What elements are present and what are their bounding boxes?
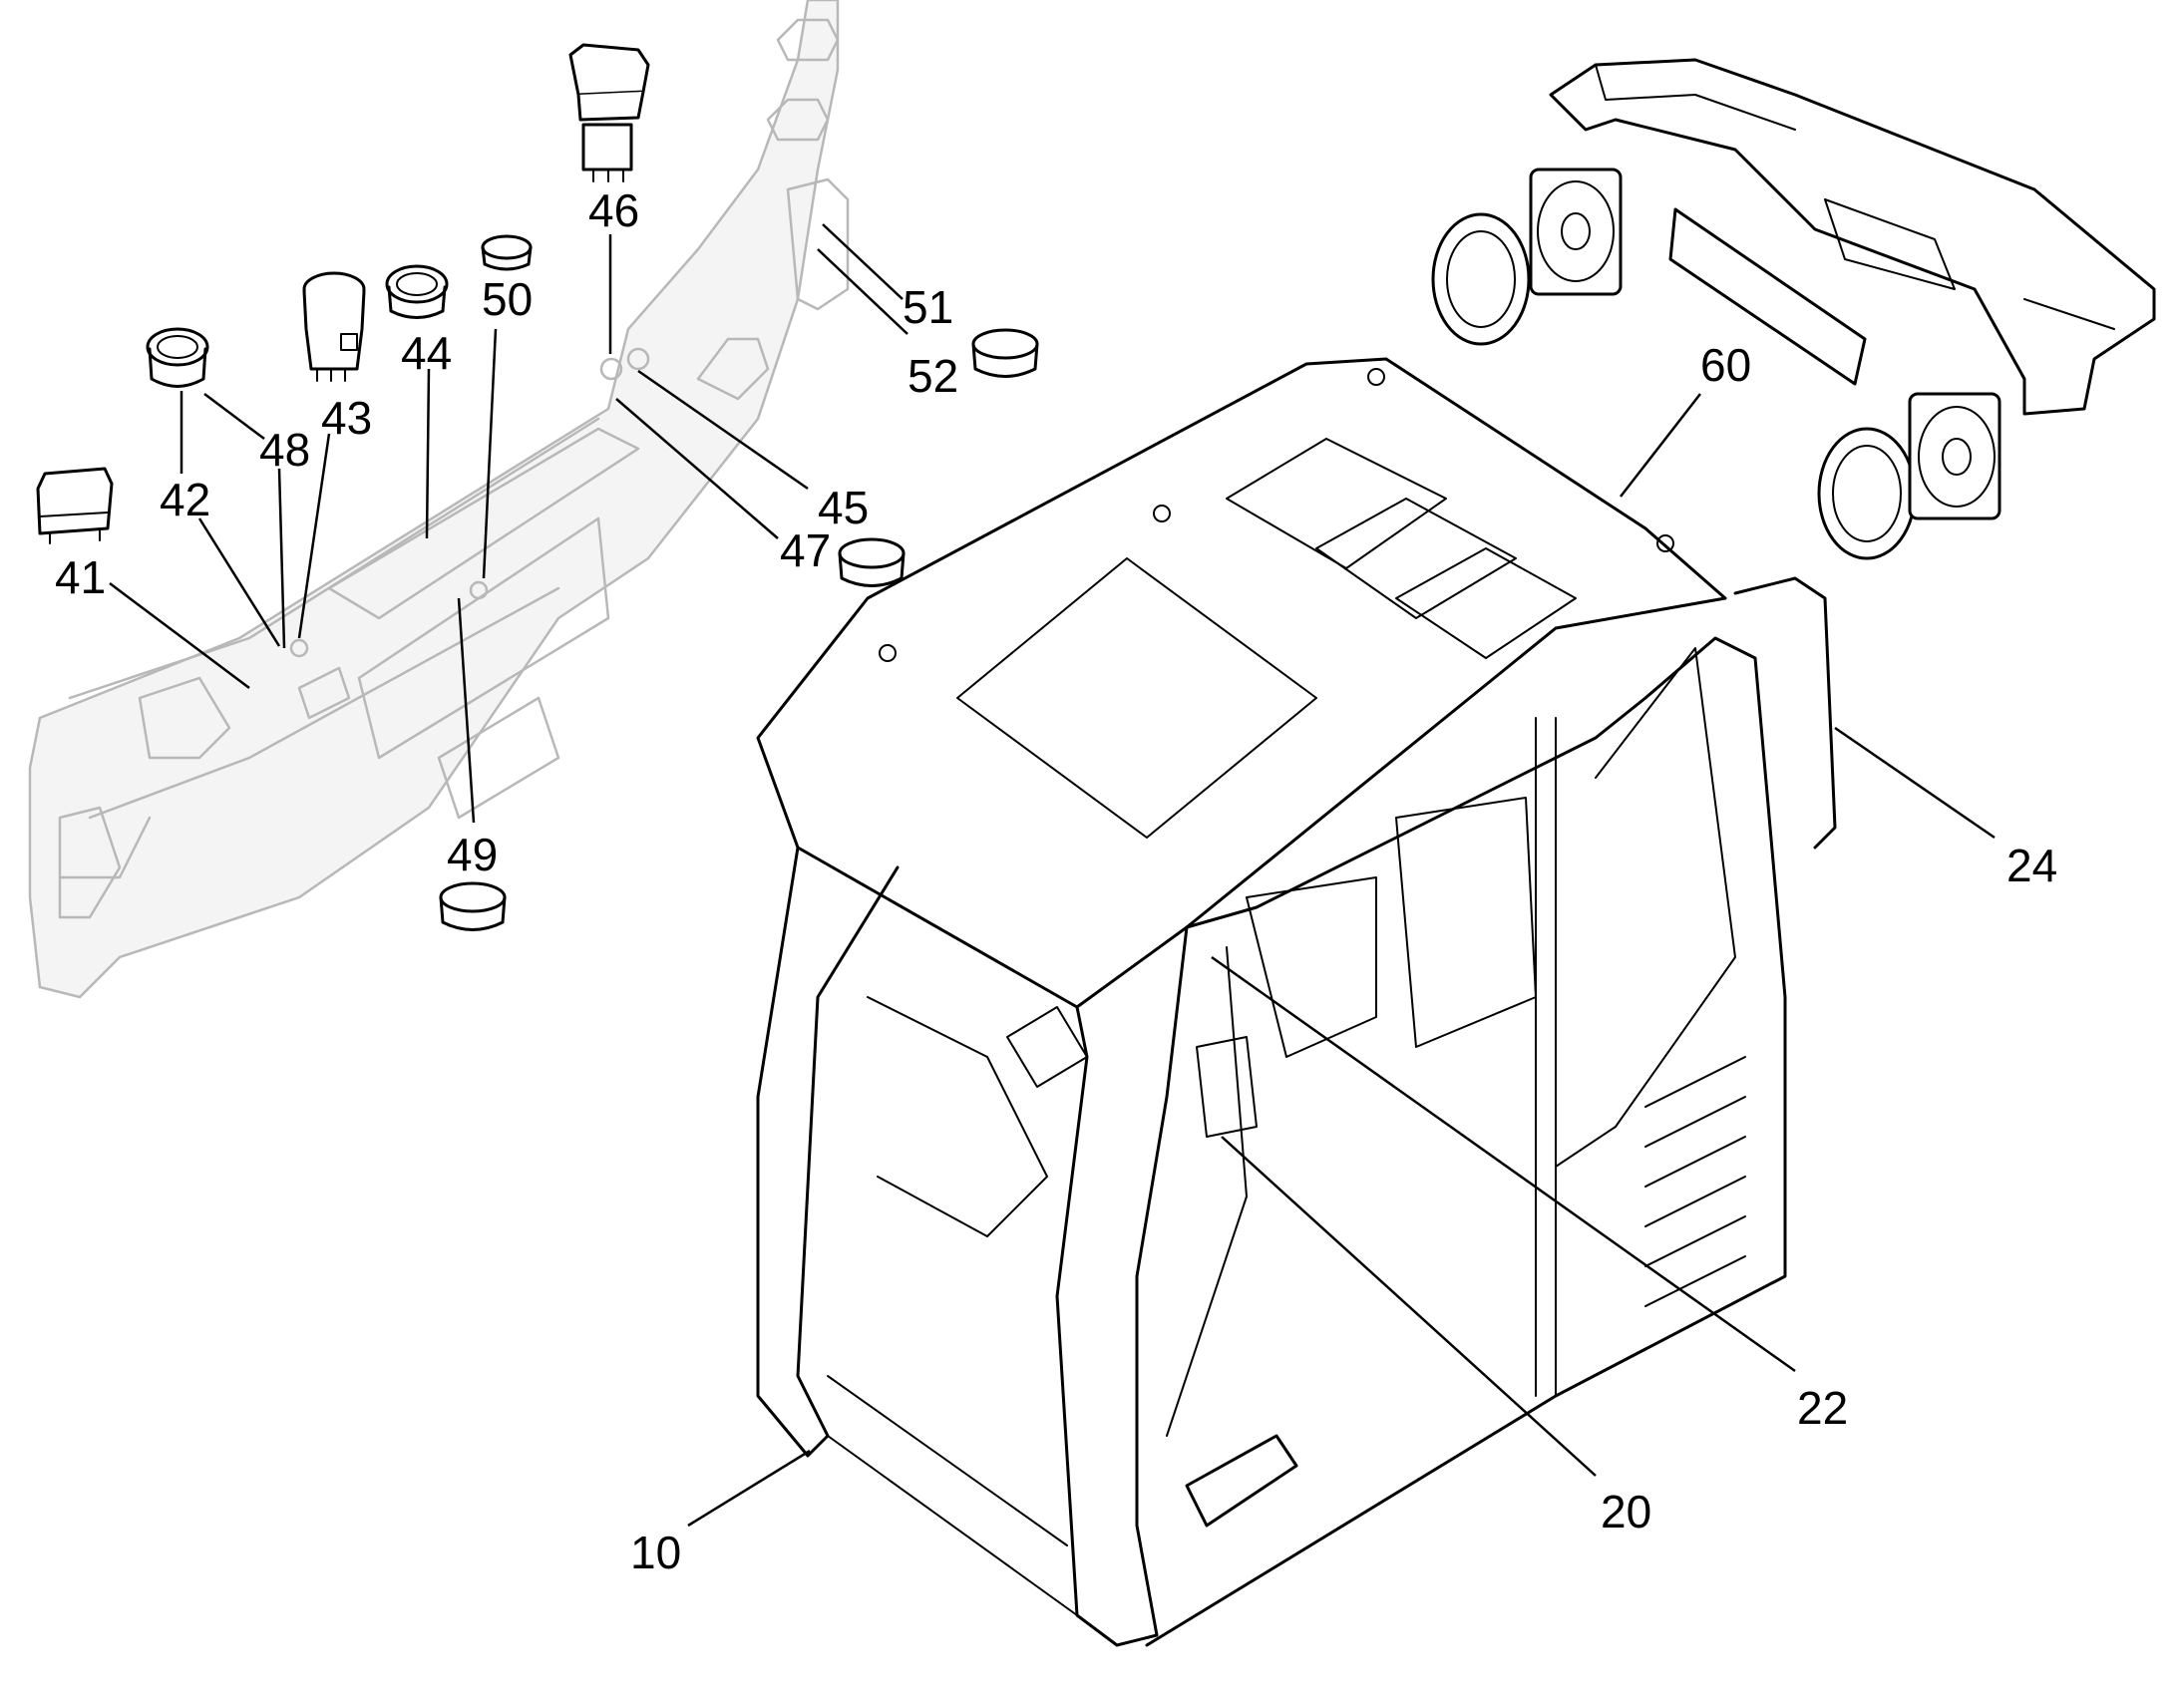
part-43-switch-module	[302, 271, 366, 382]
callout-47: 47	[780, 524, 831, 576]
part-44-rotary-knob	[385, 264, 449, 319]
callout-44: 44	[401, 327, 452, 379]
leader-49	[457, 597, 476, 824]
leader-52	[817, 248, 908, 335]
callout-48: 48	[259, 424, 310, 476]
leader-48b	[277, 468, 286, 649]
leader-10	[687, 1449, 811, 1528]
part-51-plug	[971, 328, 1039, 378]
part-41-switch-cap	[36, 467, 114, 544]
leader-42b	[197, 517, 281, 647]
side-console-ghost	[28, 0, 850, 999]
part-50-plug	[481, 234, 533, 271]
part-47-plug	[838, 537, 906, 587]
leader-60	[1620, 393, 1701, 498]
callout-42: 42	[160, 474, 210, 525]
callout-labels: 10 20 22 24 41 42 43 44 45 46 47 48 49 5…	[55, 184, 2057, 1578]
leader-51	[822, 223, 904, 300]
callout-45: 45	[818, 482, 869, 533]
part-49-plug	[439, 881, 507, 931]
part-speaker-left	[1431, 168, 1623, 346]
leader-48	[203, 393, 265, 440]
callout-46: 46	[588, 184, 639, 236]
callout-52: 52	[908, 350, 958, 402]
part-speaker-panel	[1668, 207, 1867, 386]
callout-41: 41	[55, 551, 106, 603]
callout-50: 50	[482, 273, 533, 325]
callout-43: 43	[321, 392, 372, 444]
leader-50	[482, 328, 498, 579]
leader-43	[297, 433, 331, 639]
callout-60: 60	[1700, 339, 1751, 391]
leader-22	[1211, 955, 1796, 1373]
leader-20	[1221, 1136, 1597, 1477]
callout-10: 10	[630, 1527, 681, 1578]
leader-41	[109, 582, 250, 689]
cab-body	[756, 357, 1837, 1647]
leader-lines	[109, 223, 1996, 1528]
part-speaker-right	[1817, 392, 2001, 560]
callout-22: 22	[1797, 1382, 1848, 1434]
callout-20: 20	[1601, 1486, 1651, 1537]
callout-24: 24	[2006, 840, 2057, 891]
leader-24	[1834, 726, 1996, 840]
part-42-rotary-knob	[146, 327, 209, 388]
callout-51: 51	[903, 281, 953, 333]
leader-44	[425, 368, 431, 539]
leader-47	[615, 398, 779, 539]
callout-49: 49	[447, 829, 498, 880]
part-46-switch-assembly	[568, 43, 650, 182]
part-roof-duct	[1549, 58, 2156, 416]
leader-45	[637, 369, 809, 491]
